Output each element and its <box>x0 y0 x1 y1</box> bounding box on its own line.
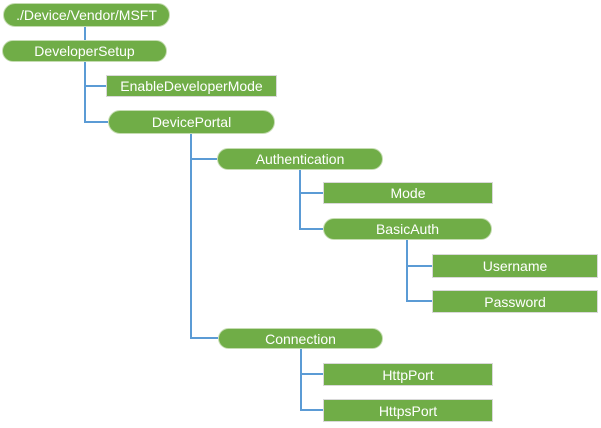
tree-node-password: Password <box>432 290 598 313</box>
tree-node-device-vendor-msft: ./Device/Vendor/MSFT <box>3 3 170 27</box>
connector-to-httpsport <box>300 409 323 411</box>
connector-to-connection <box>190 337 218 339</box>
connector-to-basicauth <box>299 228 323 230</box>
connector-deviceportal-trunk <box>190 134 192 339</box>
tree-node-connection: Connection <box>218 328 383 349</box>
tree-node-username: Username <box>432 254 598 278</box>
connector-connection-trunk <box>300 349 302 411</box>
tree-node-deviceportal: DevicePortal <box>108 110 275 134</box>
connector-to-deviceportal <box>84 121 108 123</box>
tree-node-mode: Mode <box>323 182 493 204</box>
connector-root-to-developersetup <box>84 27 86 41</box>
tree-node-httpport: HttpPort <box>323 363 493 386</box>
tree-node-enabledevelopermode: EnableDeveloperMode <box>106 75 277 97</box>
tree-node-basicauth: BasicAuth <box>323 218 492 240</box>
connector-to-mode <box>299 192 323 194</box>
connector-authentication-trunk <box>299 170 301 230</box>
connector-to-password <box>406 300 432 302</box>
tree-node-developersetup: DeveloperSetup <box>2 40 167 62</box>
connector-to-username <box>406 265 432 267</box>
connector-to-enabledevelopermode <box>84 85 106 87</box>
connector-to-authentication <box>190 158 217 160</box>
connector-developersetup-trunk <box>84 62 86 123</box>
tree-node-authentication: Authentication <box>217 148 383 170</box>
tree-node-httpsport: HttpsPort <box>323 399 493 422</box>
connector-to-httpport <box>300 373 323 375</box>
connector-basicauth-trunk <box>406 240 408 302</box>
